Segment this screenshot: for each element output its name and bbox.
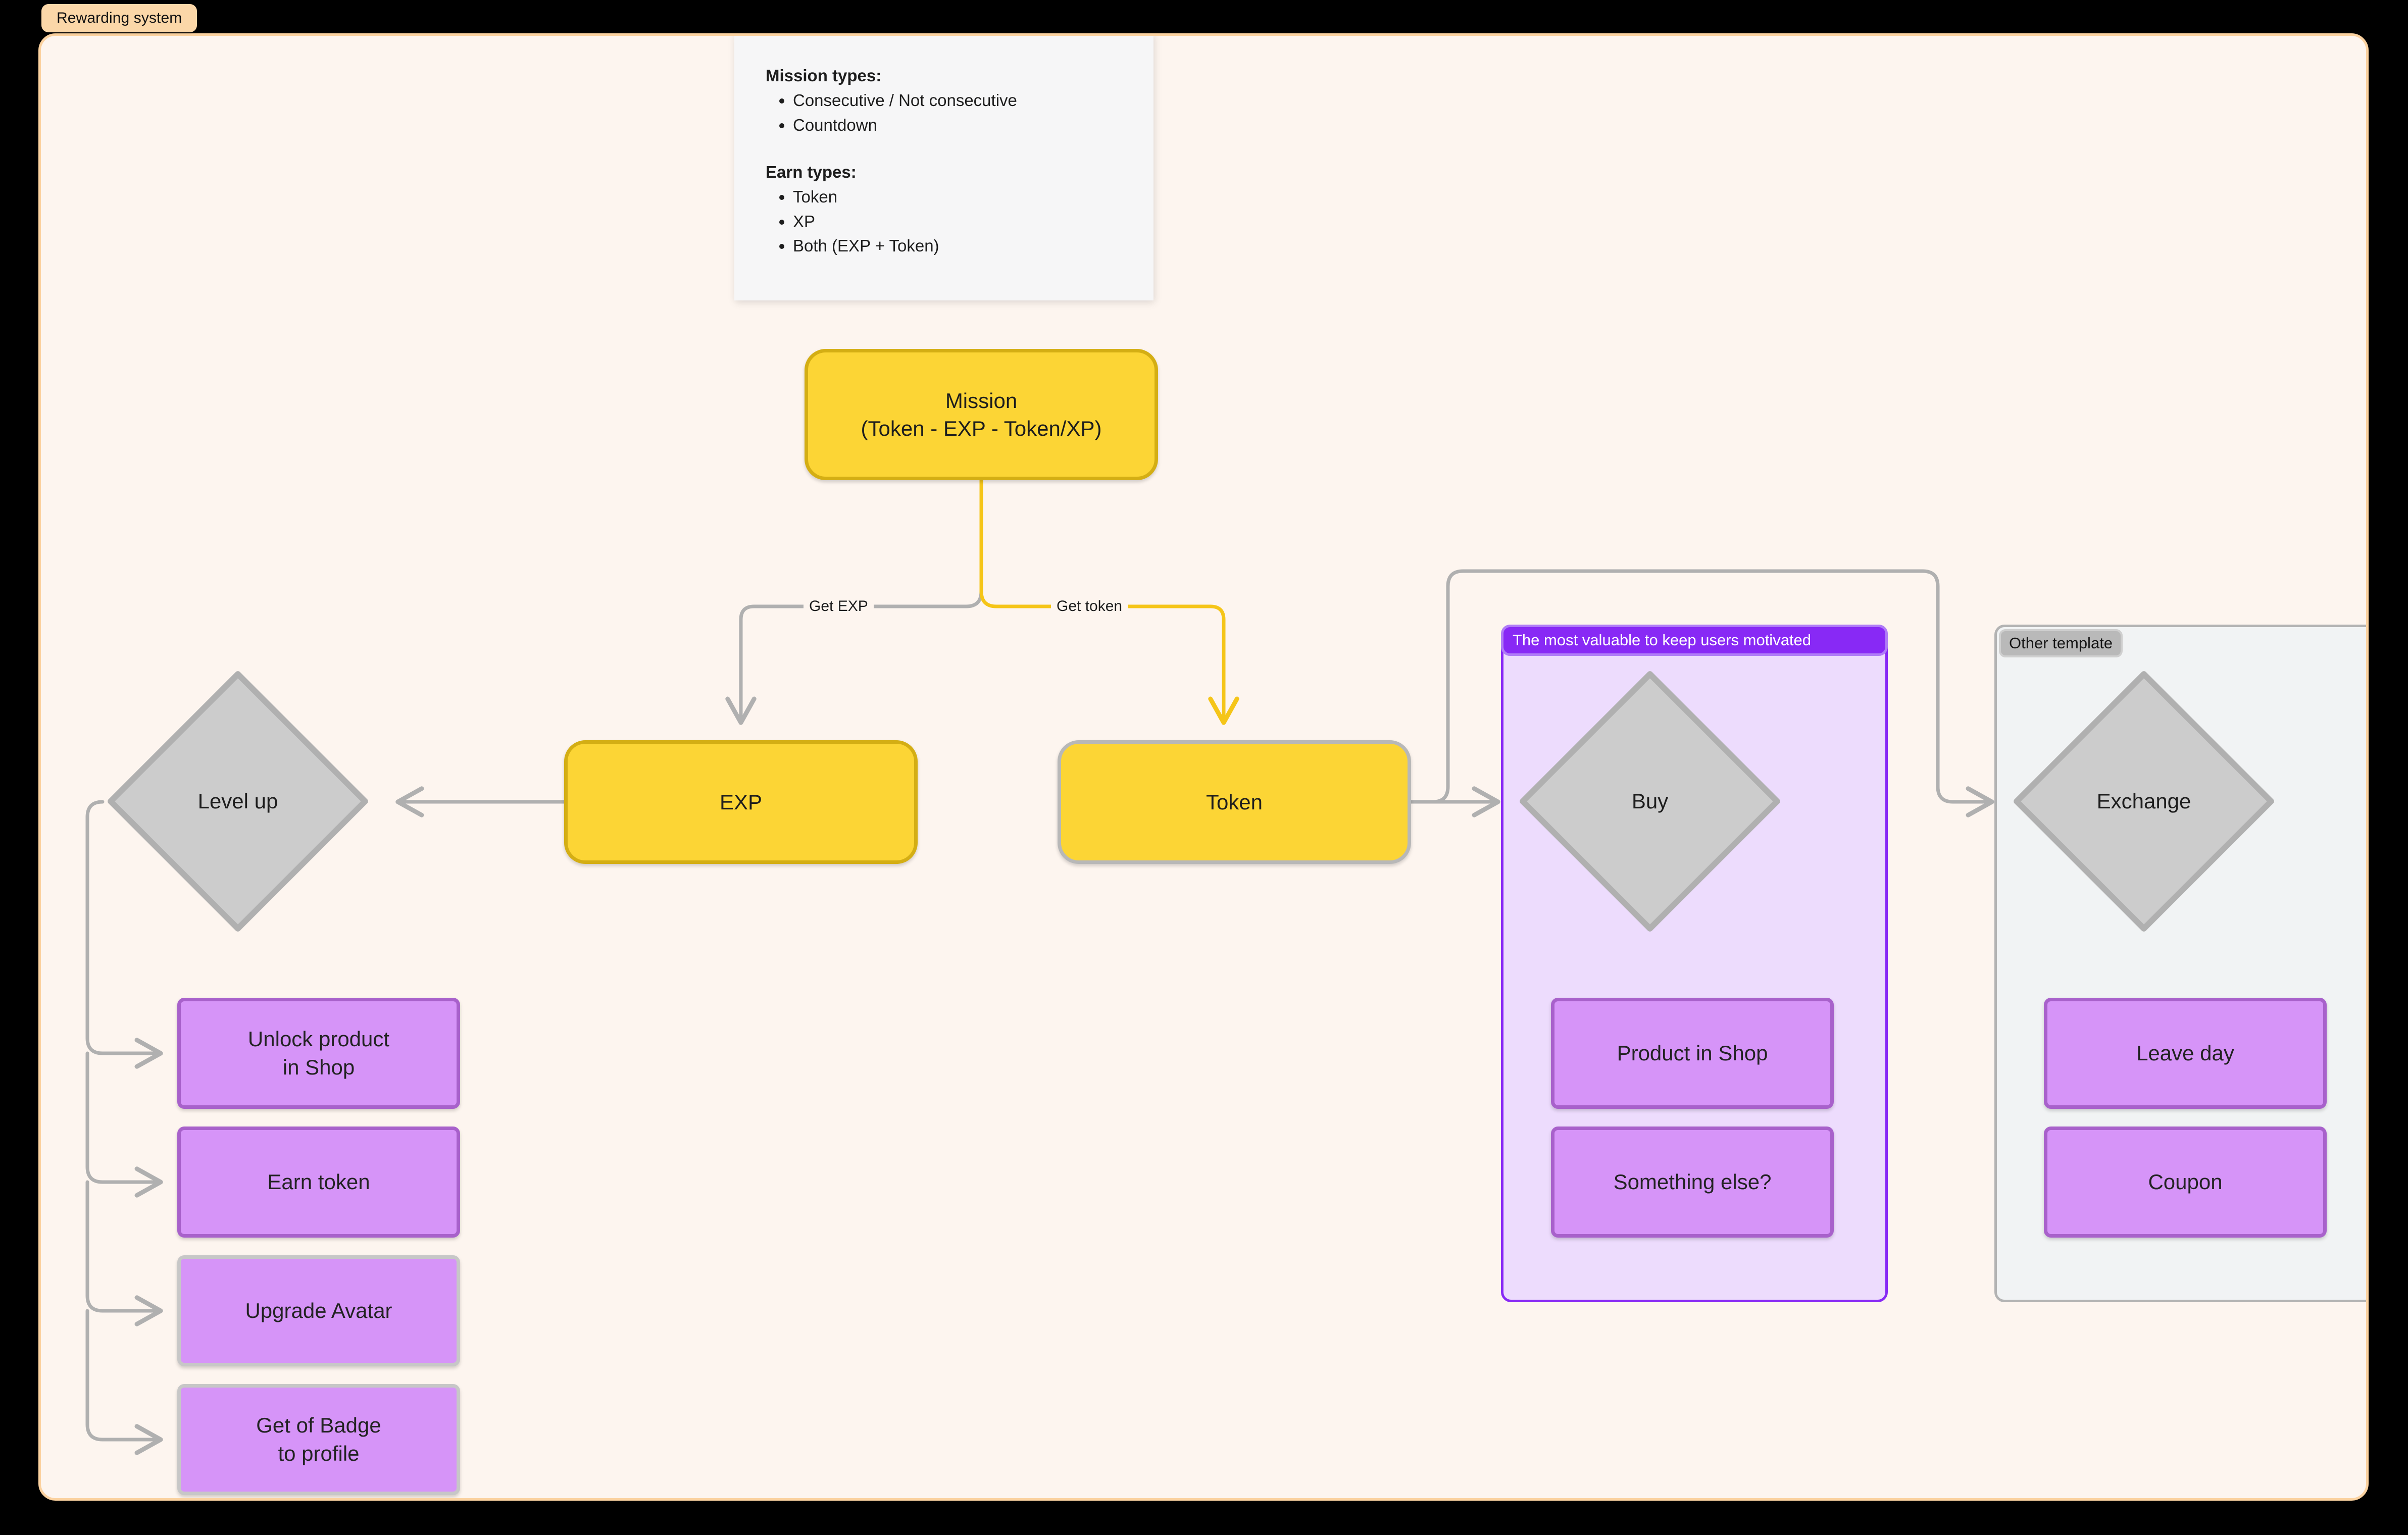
group-gray-title: Other template — [2009, 634, 2113, 652]
node-token[interactable]: Token — [1058, 740, 1411, 864]
card-label: Get of Badge to profile — [256, 1411, 381, 1468]
group-purple-title: The most valuable to keep users motivate… — [1513, 631, 1812, 649]
card-earn-token[interactable]: Earn token — [177, 1127, 460, 1238]
node-exp[interactable]: EXP — [564, 740, 918, 864]
note-list-item: Both (EXP + Token) — [793, 234, 1122, 259]
card-label: Earn token — [267, 1169, 370, 1194]
node-level-up-label: Level up — [197, 789, 278, 813]
node-exp-label: EXP — [719, 790, 763, 814]
card-something-else[interactable]: Something else? — [1551, 1127, 1834, 1238]
node-token-label: Token — [1206, 790, 1263, 814]
card-line2: in Shop — [282, 1055, 355, 1079]
card-get-of-badge-to-profile[interactable]: Get of Badge to profile — [177, 1384, 460, 1495]
board-title-label: Rewarding system — [57, 10, 182, 26]
note-list-item: Countdown — [793, 113, 1122, 138]
card-line2: to profile — [278, 1442, 360, 1465]
node-mission-line2: (Token - EXP - Token/XP) — [861, 417, 1102, 440]
card-upgrade-avatar[interactable]: Upgrade Avatar — [177, 1255, 460, 1366]
edge-label-get-exp: Get EXP — [804, 599, 874, 614]
diagram-canvas[interactable]: Get EXP Get token The most valuable to k… — [38, 33, 2369, 1501]
card-label: Product in Shop — [1617, 1041, 1768, 1065]
group-purple-header[interactable]: The most valuable to keep users motivate… — [1501, 625, 1888, 656]
node-buy-label: Buy — [1631, 789, 1669, 813]
node-buy[interactable]: Buy — [1515, 666, 1785, 937]
card-label: Something else? — [1613, 1169, 1772, 1194]
card-unlock-product-in-shop[interactable]: Unlock product in Shop — [177, 998, 460, 1109]
edge-levelup-to-upgrade — [85, 1180, 163, 1326]
card-label: Unlock product in Shop — [248, 1025, 389, 1082]
diamond-shape — [2014, 671, 2274, 932]
note-heading-earn-types: Earn types: — [766, 163, 857, 181]
card-label: Leave day — [2136, 1041, 2234, 1065]
group-gray-badge[interactable]: Other template — [1999, 629, 2123, 657]
node-mission-line1: Mission — [945, 388, 1018, 413]
card-line1: Unlock product — [247, 1027, 390, 1051]
note-card-mission-info[interactable]: Mission types: Consecutive / Not consecu… — [734, 36, 1153, 300]
card-coupon[interactable]: Coupon — [2044, 1127, 2327, 1238]
card-label: Coupon — [2148, 1169, 2223, 1194]
card-label: Upgrade Avatar — [245, 1298, 392, 1322]
note-heading-mission-types: Mission types: — [766, 66, 882, 85]
edge-levelup-to-badge — [85, 1309, 163, 1455]
note-list-item: Consecutive / Not consecutive — [793, 88, 1122, 113]
note-list-item: XP — [793, 210, 1122, 234]
node-level-up[interactable]: Level up — [103, 666, 373, 937]
note-spacer — [766, 137, 1122, 163]
board-title-tab[interactable]: Rewarding system — [41, 4, 197, 32]
node-exchange-label: Exchange — [2096, 789, 2191, 813]
node-mission[interactable]: Mission (Token - EXP - Token/XP) — [805, 349, 1158, 480]
note-list-earn-types: Token XP Both (EXP + Token) — [768, 185, 1122, 259]
card-product-in-shop[interactable]: Product in Shop — [1551, 998, 1834, 1109]
note-list-mission-types: Consecutive / Not consecutive Countdown — [768, 88, 1122, 137]
card-leave-day[interactable]: Leave day — [2044, 998, 2327, 1109]
edge-levelup-to-earn — [85, 1051, 163, 1198]
edge-label-get-token: Get token — [1051, 599, 1128, 614]
note-list-item: Token — [793, 185, 1122, 210]
diamond-shape — [108, 671, 368, 932]
node-mission-label: Mission (Token - EXP - Token/XP) — [861, 387, 1102, 443]
node-exchange[interactable]: Exchange — [2009, 666, 2279, 937]
card-line1: Get of Badge — [256, 1413, 381, 1437]
